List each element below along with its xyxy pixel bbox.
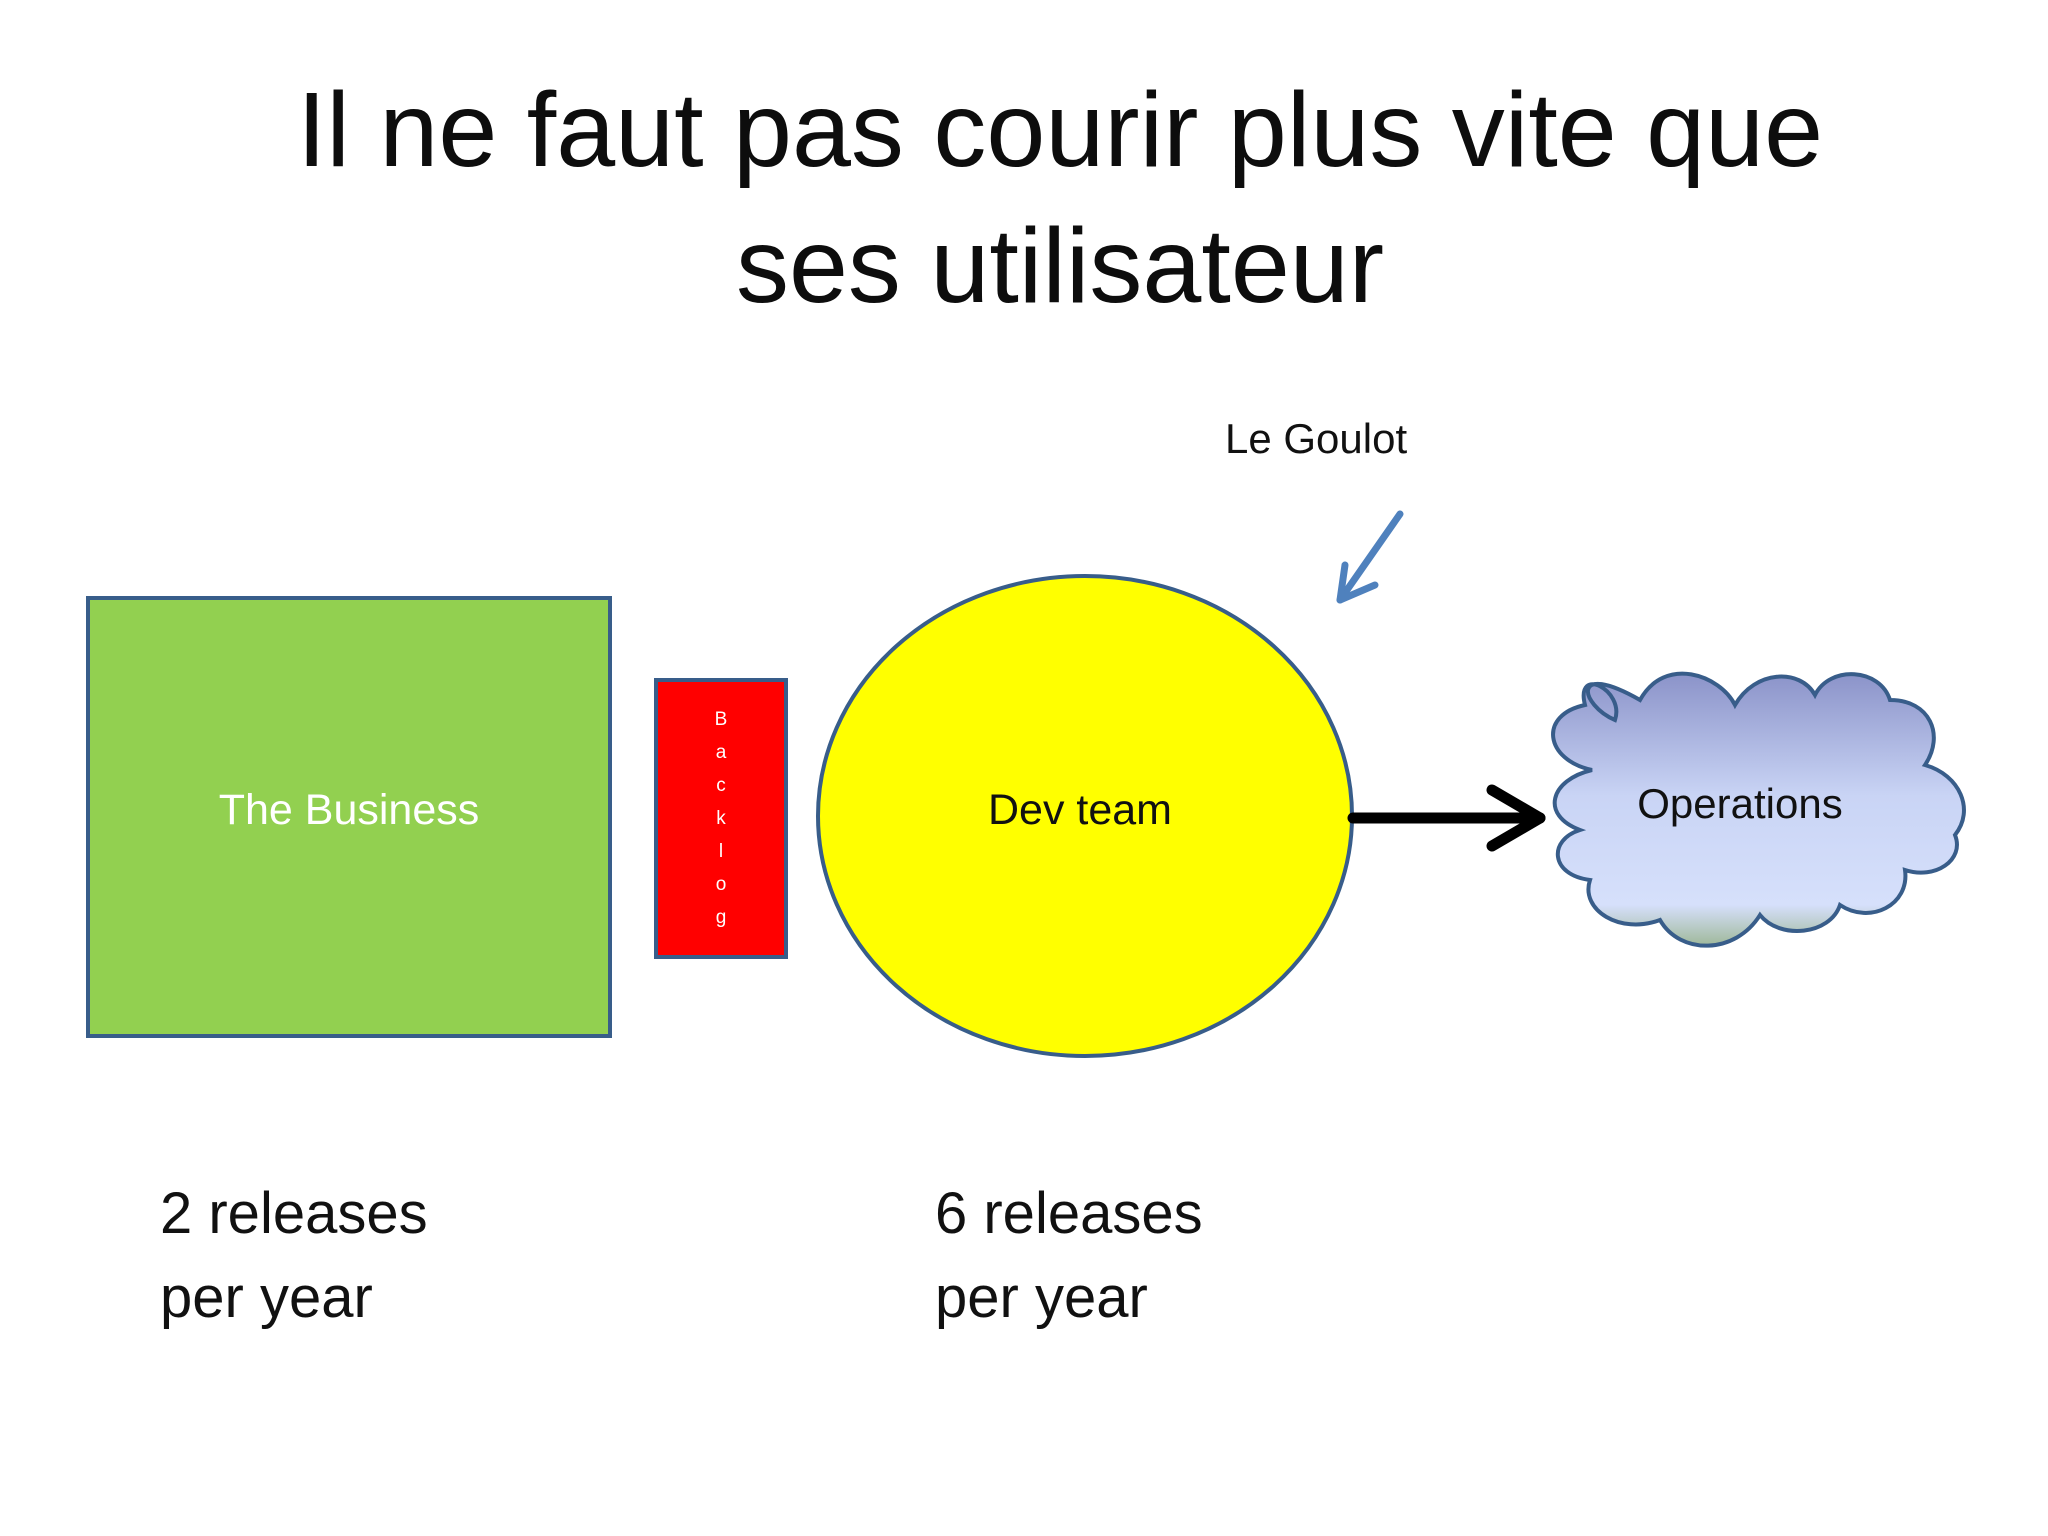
business-release-count: 2 releases [160,1181,428,1246]
dev-release-count: 6 releases [935,1181,1203,1246]
backlog-letter: c [716,775,726,796]
backlog-letter: l [718,841,724,862]
slide-title-line-1: Il ne faut pas courir plus vite que [296,71,1824,189]
goulot-label: Le Goulot [1225,415,1408,462]
goulot-arrow [1336,510,1404,604]
slide-title-line-2: ses utilisateur [735,207,1385,325]
backlog-letter: g [715,907,727,928]
backlog-letter: B [714,709,728,730]
dev-to-operations-arrow [1347,784,1546,852]
slide-title: Il ne faut pas courir plus vite que ses … [0,62,2048,334]
operations-cloud [1551,671,1966,948]
backlog-box [654,678,788,959]
dev-release-period: per year [935,1265,1148,1330]
backlog-letter: a [715,742,727,763]
business-label: The Business [218,786,480,834]
dev-release-rate: 6 releases per year [935,1172,1203,1340]
backlog-letter: o [715,874,727,895]
operations-label: Operations [1637,780,1843,827]
backlog-letter: k [716,808,726,829]
backlog-label: B a c k l o g [656,703,786,934]
business-release-period: per year [160,1265,373,1330]
business-box [86,596,612,1038]
business-release-rate: 2 releases per year [160,1172,428,1340]
dev-team-label: Dev team [987,786,1172,834]
